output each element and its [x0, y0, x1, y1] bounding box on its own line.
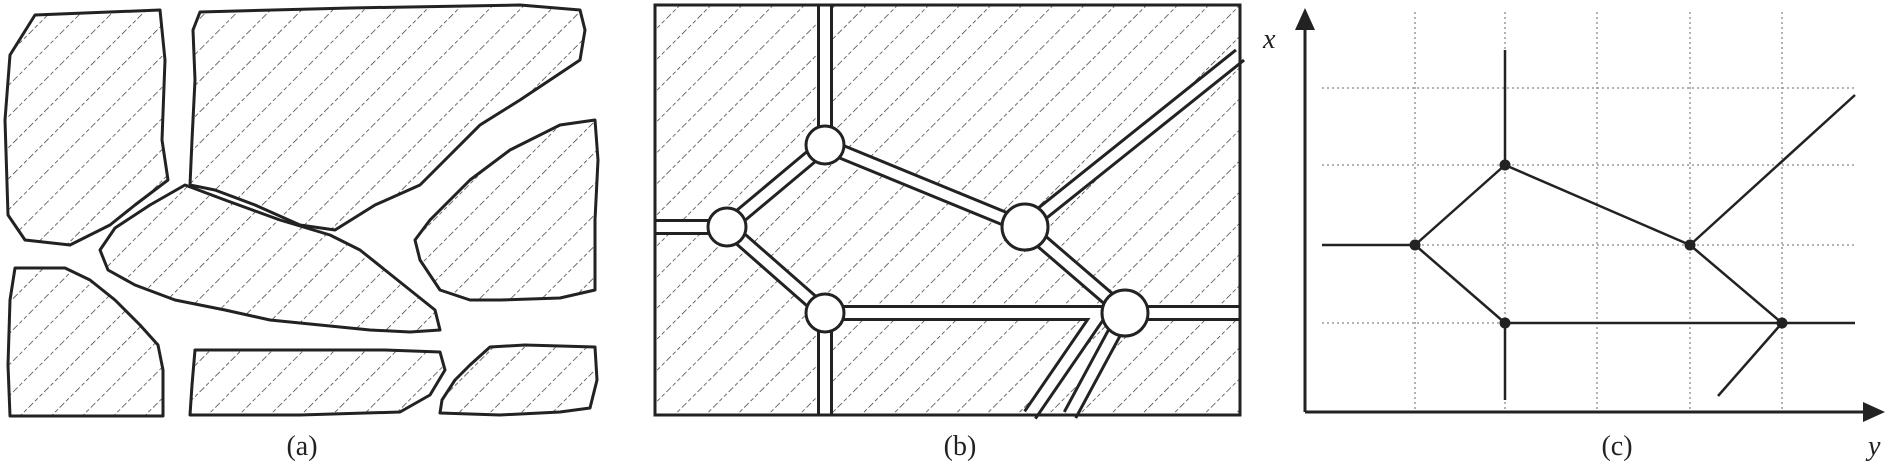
graph-node — [1499, 159, 1511, 171]
pore-node — [1000, 202, 1050, 252]
y-axis-arrow-icon — [1863, 402, 1885, 422]
graph-node — [1499, 317, 1511, 329]
x-axis-label: x — [1262, 24, 1276, 55]
grain-bottom-left — [6, 266, 165, 418]
grain-bottom-center — [188, 348, 447, 417]
panel-a — [3, 3, 600, 418]
pore-node — [804, 292, 846, 334]
axes — [1295, 8, 1885, 422]
channel-network — [655, 5, 1245, 420]
x-axis-arrow-icon — [1295, 8, 1315, 30]
panel-b-border — [653, 3, 1242, 417]
graph-nodes — [1409, 159, 1788, 329]
panel-c: x y — [1262, 8, 1885, 462]
panel-b — [653, 3, 1245, 420]
pore-node — [706, 206, 748, 248]
caption-b: (b) — [944, 431, 977, 462]
pore-node — [804, 124, 846, 166]
graph-node — [1684, 239, 1696, 251]
grain-top-center — [188, 3, 587, 232]
grain-right-middle — [413, 118, 600, 302]
grid-lines — [1322, 12, 1855, 410]
grain-top-left — [3, 8, 170, 247]
channel-interior — [655, 5, 1244, 418]
graph-node — [1409, 239, 1421, 251]
y-axis-label: y — [1865, 431, 1881, 462]
caption-c: (c) — [1601, 431, 1632, 462]
grain-bottom-right — [438, 343, 599, 417]
graph-node — [1776, 317, 1788, 329]
grain-middle — [98, 183, 442, 334]
pore-nodes — [706, 124, 1150, 338]
caption-a: (a) — [286, 431, 317, 462]
graph-edges — [1322, 50, 1856, 400]
pore-node — [1100, 288, 1150, 338]
